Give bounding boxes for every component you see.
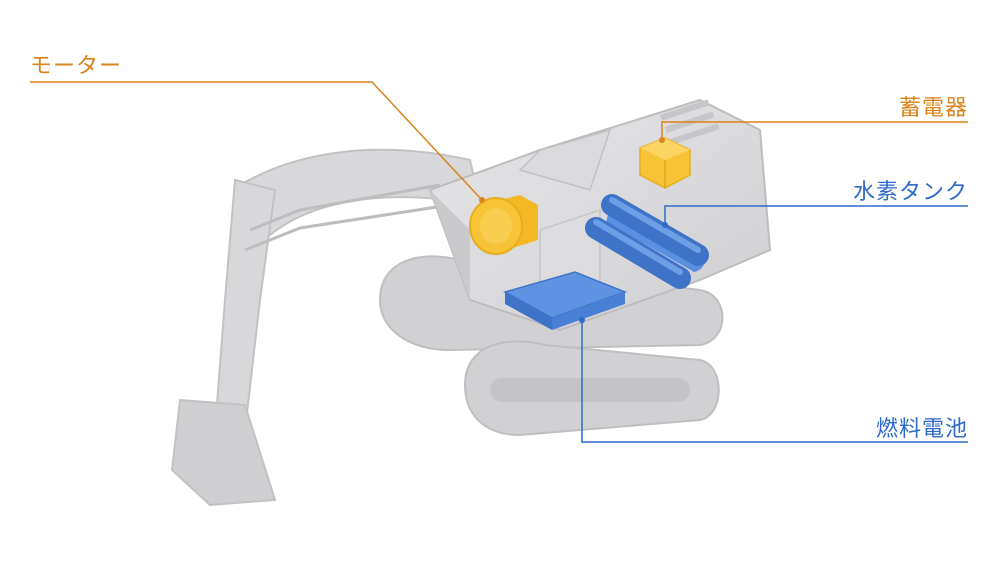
excavator-arm xyxy=(170,148,482,507)
leader-line-hydrogen-tank xyxy=(664,205,968,225)
capacitor-component xyxy=(639,137,691,189)
label-hydrogen-tank: 水素タンク xyxy=(852,180,968,205)
leader-lines xyxy=(30,81,968,443)
hydrogen-tank-component xyxy=(585,194,709,289)
label-capacitor: 蓄電器 xyxy=(898,96,968,121)
leader-line-fuel-cell xyxy=(581,320,968,443)
leader-line-capacitor xyxy=(661,121,968,140)
leader-dots xyxy=(479,137,668,323)
fuel-cell-component xyxy=(503,271,628,330)
label-fuel-cell: 燃料電池 xyxy=(875,417,968,442)
motor-component xyxy=(469,195,538,255)
leader-line-motor xyxy=(30,81,483,201)
label-motor: モーター xyxy=(30,54,123,79)
